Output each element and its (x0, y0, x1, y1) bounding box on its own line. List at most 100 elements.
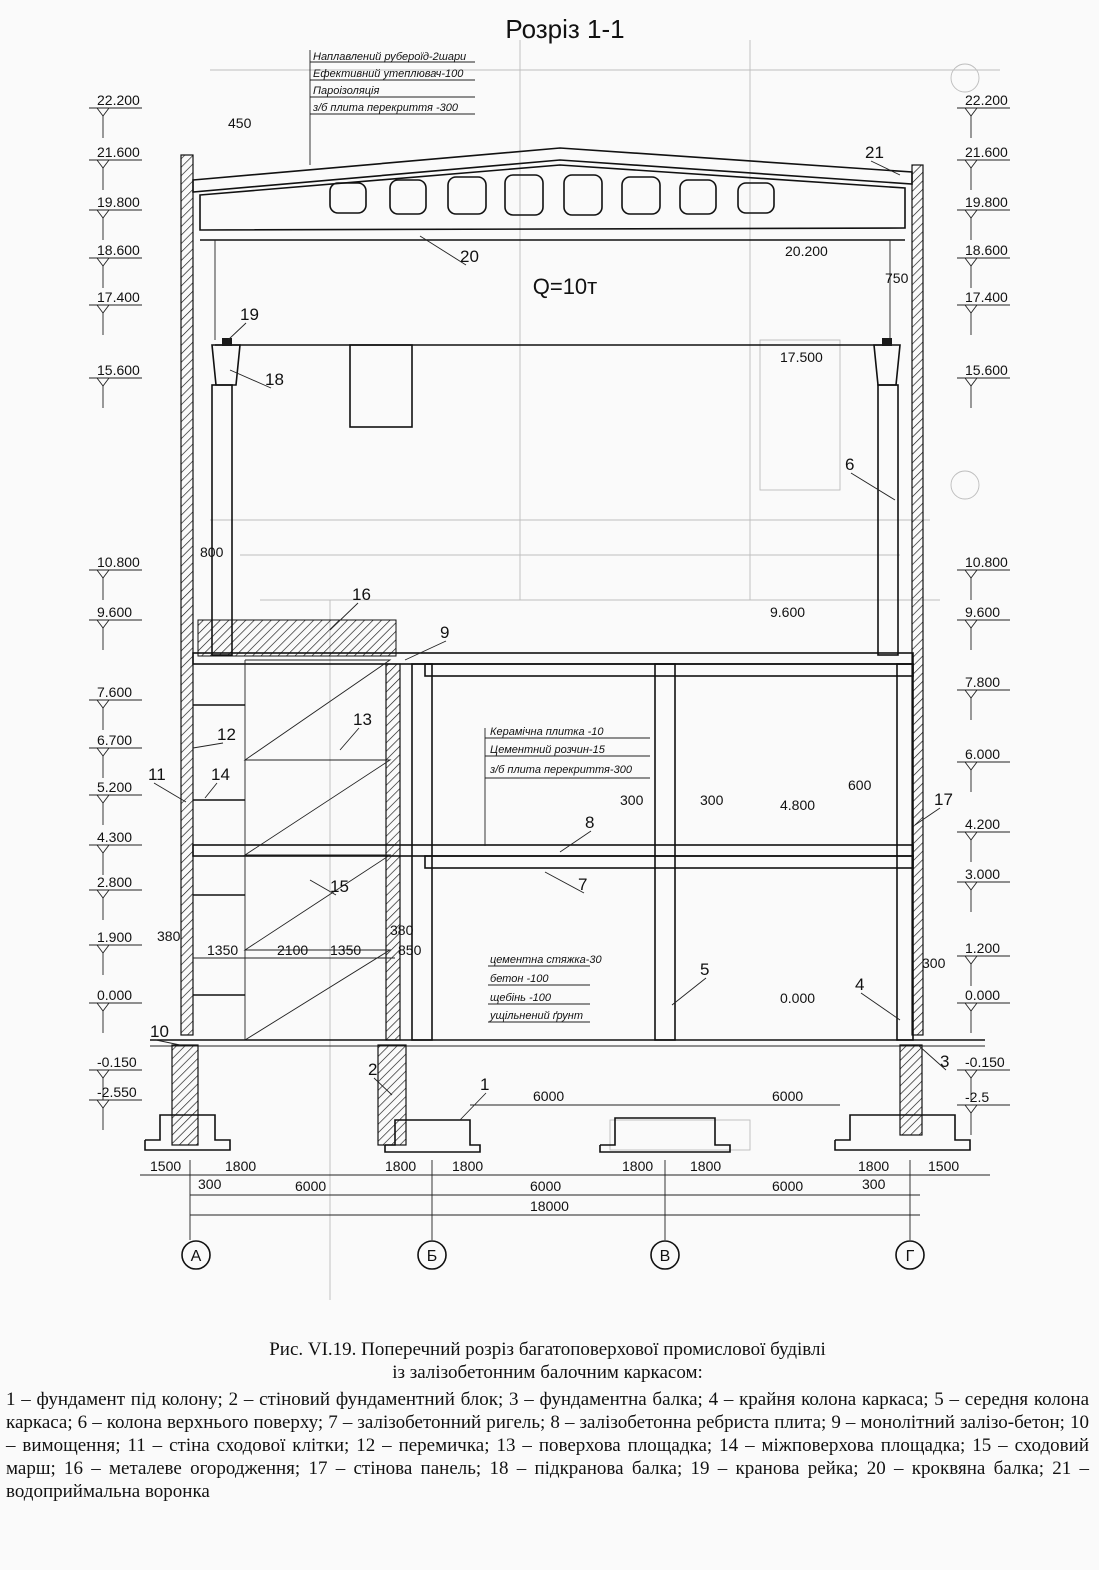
crane-rail-left (222, 338, 232, 346)
dim-total: 18000 (530, 1198, 569, 1214)
right-level-7: 10.800 (965, 554, 1008, 570)
dim-b300-b: 300 (862, 1176, 886, 1192)
crane-beam-left (211, 344, 241, 386)
floor-note-1: Керамічна плитка -10 (490, 726, 604, 738)
dim-b1800-f: 1800 (858, 1158, 889, 1174)
ground-note-2: бетон -100 (490, 973, 549, 985)
metal-guardrail (197, 619, 397, 657)
callout-14: 14 (211, 765, 230, 784)
callout-16: 16 (352, 585, 371, 604)
dim-1350-b: 1350 (330, 942, 361, 958)
inner-level-3: 9.600 (770, 604, 805, 620)
right-level-15: -0.150 (965, 1054, 1005, 1070)
figure-caption: Рис. VI.19. Поперечний розріз багатопове… (6, 1338, 1089, 1503)
floor-slab-4800 (192, 844, 914, 857)
callout-12: 12 (217, 725, 236, 744)
right-level-marks: 22.20021.60019.80018.60017.40015.60010.8… (957, 92, 1010, 1135)
frame-columns (385, 663, 914, 1041)
callout-10: 10 (150, 1022, 169, 1041)
ground-note-4: ущільнений ґрунт (489, 1010, 583, 1022)
callout-3: 3 (940, 1052, 949, 1071)
axis-label-g: Г (906, 1248, 915, 1265)
dim-300-a: 300 (620, 792, 644, 808)
left-outer-wall (180, 154, 194, 1036)
left-level-7: 10.800 (97, 554, 140, 570)
stair-wall (385, 663, 401, 1041)
dim-1350-a: 1350 (207, 942, 238, 958)
dim-b1500-a: 1500 (150, 1158, 181, 1174)
dim-600: 600 (848, 777, 872, 793)
ground-notes: цементна стяжка-30 бетон -100 щебінь -10… (488, 954, 602, 1023)
dim-b1800-a: 1800 (225, 1158, 256, 1174)
left-level-3: 19.800 (97, 194, 140, 210)
dim-b1800-d: 1800 (622, 1158, 653, 1174)
foundation-wall-left (171, 1044, 199, 1146)
right-level-10: 6.000 (965, 746, 1000, 762)
dim-300-b: 300 (700, 792, 724, 808)
callout-7: 7 (578, 875, 587, 894)
axis-label-a: А (191, 1248, 202, 1265)
callout-11: 11 (148, 765, 166, 784)
right-outer-wall (911, 164, 924, 1036)
foundation-pad-b (384, 1119, 481, 1153)
callout-9: 9 (440, 623, 449, 642)
dim-300-c: 300 (922, 955, 946, 971)
upper-frame: Q=10т (180, 147, 924, 1036)
axis-bubble-v (650, 1240, 680, 1270)
right-level-6: 15.600 (965, 362, 1008, 378)
section-title: Розріз 1-1 (505, 14, 624, 44)
axis-bubble-b (417, 1240, 447, 1270)
rafter-beam (199, 164, 906, 231)
dim-s6000-d: 6000 (533, 1088, 564, 1104)
right-level-9: 7.800 (965, 674, 1000, 690)
foundation-wall-right (899, 1044, 923, 1136)
axis-label-v: В (660, 1248, 671, 1265)
inner-level-4: 4.800 (780, 797, 815, 813)
section-drawing: Розріз 1-1 Наплавлений рубероїд-2шари Еф… (89, 14, 1010, 1300)
axis-bubble-a (181, 1240, 211, 1270)
caption-title-line-2: із залізобетонним балочним каркасом: (392, 1362, 703, 1383)
callout-19: 19 (240, 305, 259, 324)
callout-13: 13 (353, 710, 372, 729)
caption-legend: 1 – фундамент під колону; 2 – стіновий ф… (6, 1389, 1089, 1502)
left-level-1: 22.200 (97, 92, 140, 108)
callout-15: 15 (330, 877, 349, 896)
roof-slab (192, 147, 913, 193)
left-level-4: 18.600 (97, 242, 140, 258)
left-level-5: 17.400 (97, 289, 140, 305)
left-level-2: 21.600 (97, 144, 140, 160)
right-level-16: -2.5 (965, 1089, 989, 1105)
left-level-15: 0.000 (97, 987, 132, 1003)
foundation-pad-a (144, 1114, 231, 1151)
dim-b1800-e: 1800 (690, 1158, 721, 1174)
ground-note-1: цементна стяжка-30 (490, 954, 602, 966)
floor-notes: Керамічна плитка -10 Цементний розчин-15… (484, 726, 650, 846)
dim-380-a: 380 (157, 928, 181, 944)
foundation-pad-g (834, 1114, 971, 1151)
right-level-5: 17.400 (965, 289, 1008, 305)
right-level-4: 18.600 (965, 242, 1008, 258)
caption-title-line-1: Рис. VI.19. Поперечний розріз багатопове… (269, 1339, 826, 1360)
axis-bubble-g (895, 1240, 925, 1270)
callout-17: 17 (934, 790, 953, 809)
dim-380-b: 380 (390, 922, 414, 938)
inner-level-marks: 20.200 17.500 9.600 4.800 0.000 (770, 243, 828, 1006)
left-level-6: 15.600 (97, 362, 140, 378)
left-level-17: -2.550 (97, 1084, 137, 1100)
bottom-dimension-values: 1500 1800 1800 1800 1800 1800 1800 1500 … (150, 1088, 959, 1214)
dim-850: 850 (398, 942, 422, 958)
foundation-pad-v (599, 1117, 731, 1153)
left-level-10: 6.700 (97, 732, 132, 748)
dim-b1800-b: 1800 (385, 1158, 416, 1174)
left-level-14: 1.900 (97, 929, 132, 945)
dim-b1500-b: 1500 (928, 1158, 959, 1174)
roof-note-4: з/б плита перекриття -300 (312, 102, 459, 114)
callout-1: 1 (480, 1075, 489, 1094)
axis-label-b: Б (427, 1248, 438, 1265)
ground-note-3: щебінь -100 (490, 992, 552, 1004)
left-level-16: -0.150 (97, 1054, 137, 1070)
right-level-12: 3.000 (965, 866, 1000, 882)
bottom-dimension-chains (140, 1104, 990, 1240)
roof-note-1: Наплавлений рубероїд-2шари (313, 51, 466, 63)
rafter-openings (329, 174, 775, 216)
